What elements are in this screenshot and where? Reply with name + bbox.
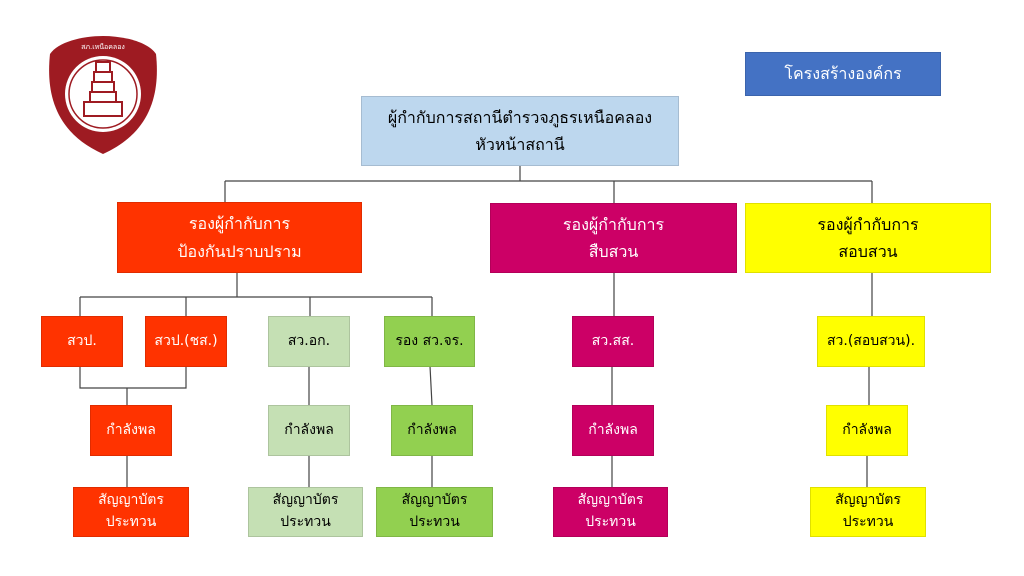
personnel-label: กำลังพล — [106, 421, 156, 438]
inspector-label: รอง สว.จร. — [395, 332, 464, 349]
svg-text:สภ.เหนือคลอง: สภ.เหนือคลอง — [81, 43, 125, 51]
noncommissioned-label: ประทวน — [409, 514, 460, 530]
commissioned-label: สัญญาบัตร — [577, 492, 644, 509]
commissioned-box: สัญญาบัตรประทวน — [73, 487, 189, 537]
chief-role: หัวหน้าสถานี — [475, 135, 565, 154]
deputy-prevention-box: รองผู้กำกับการ ป้องกันปราบปราม — [117, 202, 362, 273]
title-text: โครงสร้างองค์กร — [784, 64, 902, 84]
inspector-label: สว.อก. — [287, 332, 331, 349]
inspector-box: สว.อก. — [268, 316, 350, 367]
station-chief-box: ผู้กำกับการสถานีตำรวจภูธรเหนือคลอง หัวหน… — [361, 96, 679, 166]
personnel-box: กำลังพล — [572, 405, 654, 456]
personnel-box: กำลังพล — [826, 405, 908, 456]
inspector-box: สว.(สอบสวน). — [817, 316, 925, 367]
inspector-box: รอง สว.จร. — [384, 316, 475, 367]
commissioned-box: สัญญาบัตรประทวน — [248, 487, 363, 537]
commissioned-label: สัญญาบัตร — [272, 492, 339, 509]
police-station-logo: สภ.เหนือคลอง — [49, 36, 157, 154]
inspector-label: สวป.(ชส.) — [154, 332, 218, 349]
personnel-label: กำลังพล — [588, 421, 638, 438]
deputy-title: รองผู้กำกับการ — [188, 214, 291, 234]
personnel-label: กำลังพล — [842, 421, 892, 438]
chief-title: ผู้กำกับการสถานีตำรวจภูธรเหนือคลอง — [387, 107, 653, 127]
personnel-box: กำลังพล — [391, 405, 473, 456]
inspector-label: สว.สส. — [591, 332, 635, 349]
inspector-label: สว.(สอบสวน). — [826, 332, 916, 349]
personnel-label: กำลังพล — [284, 421, 334, 438]
deputy-title: รองผู้กำกับการ — [562, 214, 665, 234]
deputy-department: สืบสวน — [588, 242, 639, 261]
deputy-title: รองผู้กำกับการ — [817, 214, 919, 234]
noncommissioned-label: ประทวน — [280, 514, 331, 530]
inspector-box: สวป.(ชส.) — [145, 316, 227, 367]
inspector-label: สวป. — [67, 332, 97, 349]
personnel-box: กำลังพล — [90, 405, 172, 456]
deputy-department: ป้องกันปราบปราม — [177, 241, 302, 261]
commissioned-label: สัญญาบัตร — [835, 492, 901, 509]
noncommissioned-label: ประทวน — [842, 514, 894, 530]
personnel-box: กำลังพล — [268, 405, 350, 456]
deputy-department: สอบสวน — [838, 242, 898, 261]
noncommissioned-label: ประทวน — [105, 514, 157, 530]
deputy-investigation-box: รองผู้กำกับการ สืบสวน — [490, 203, 737, 273]
inspector-box: สว.สส. — [572, 316, 654, 367]
noncommissioned-label: ประทวน — [585, 514, 636, 530]
commissioned-label: สัญญาบัตร — [98, 492, 164, 509]
personnel-label: กำลังพล — [407, 421, 457, 438]
commissioned-label: สัญญาบัตร — [401, 492, 468, 509]
org-chart-title: โครงสร้างองค์กร — [745, 52, 941, 96]
commissioned-box: สัญญาบัตรประทวน — [810, 487, 926, 537]
deputy-inquiry-box: รองผู้กำกับการ สอบสวน — [745, 203, 991, 273]
commissioned-box: สัญญาบัตรประทวน — [376, 487, 493, 537]
inspector-box: สวป. — [41, 316, 123, 367]
commissioned-box: สัญญาบัตรประทวน — [553, 487, 668, 537]
